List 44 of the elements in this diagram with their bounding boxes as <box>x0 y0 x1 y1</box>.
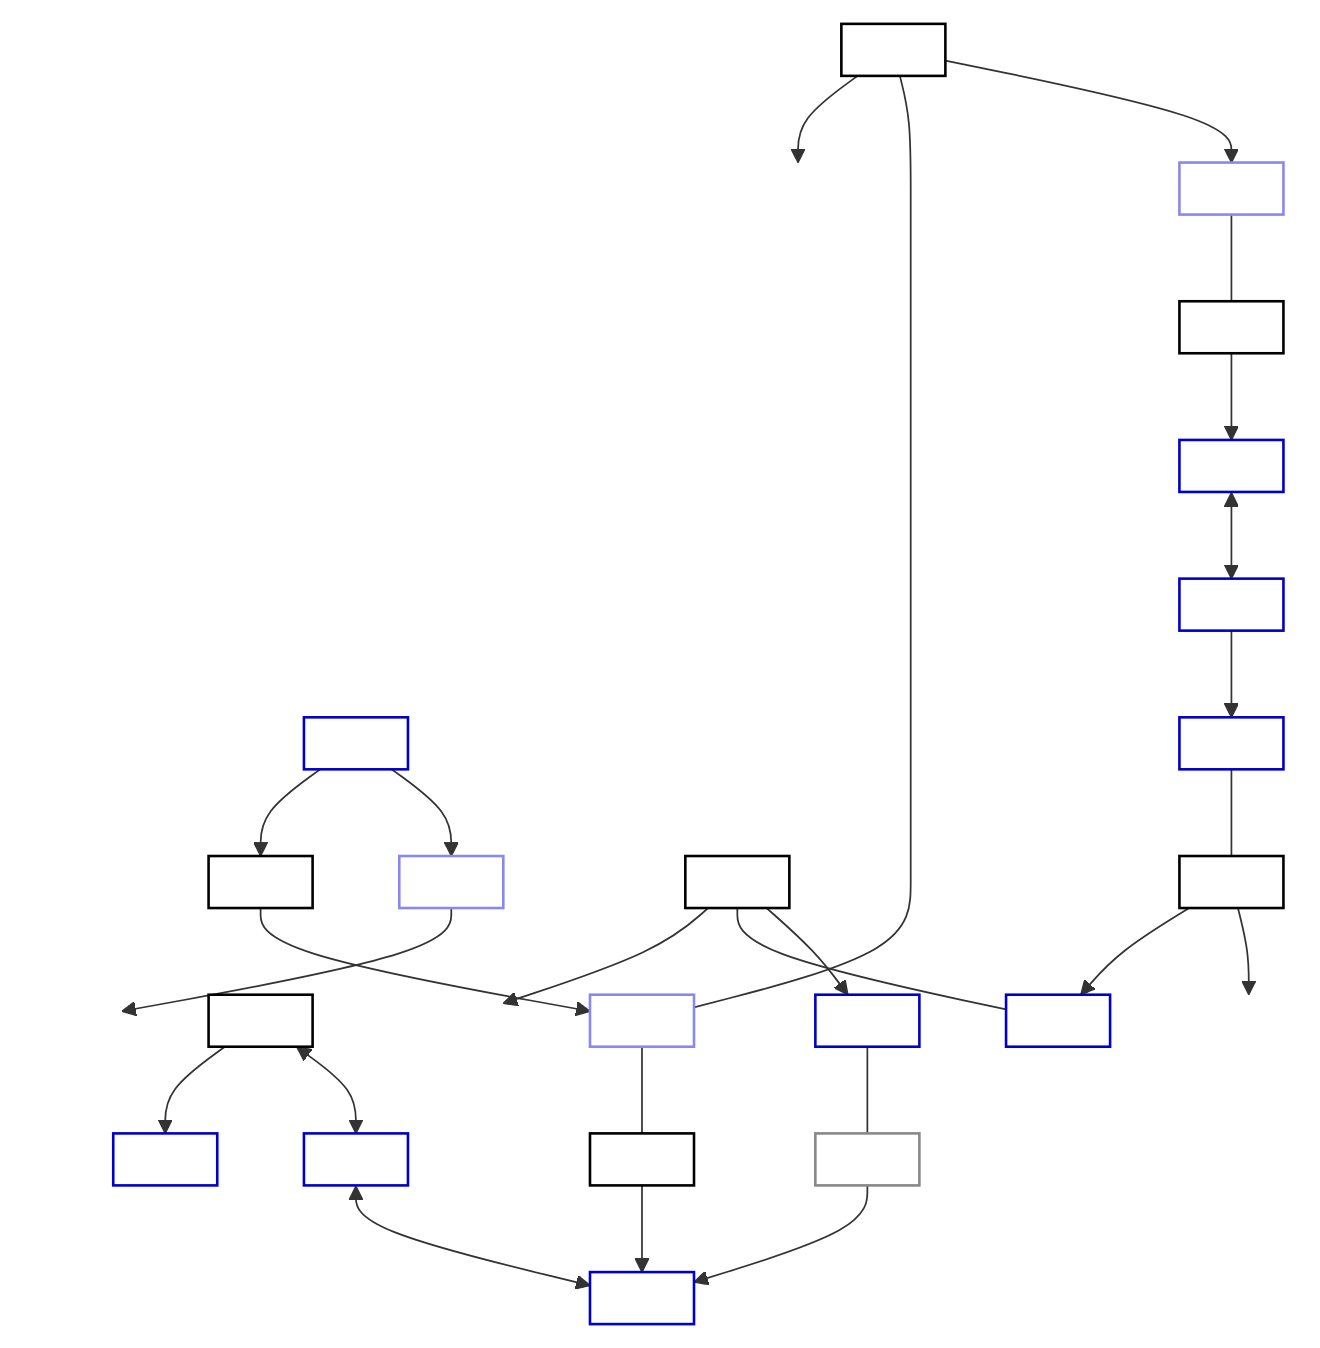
arrow <box>1080 907 1191 996</box>
node-box <box>303 1132 410 1187</box>
node-box <box>398 854 506 910</box>
arrow <box>503 907 710 1007</box>
node-box <box>1178 577 1286 632</box>
connector <box>693 75 913 1009</box>
arrow <box>791 75 860 164</box>
arrow <box>1224 491 1240 580</box>
arrow <box>945 59 1240 164</box>
arrow <box>253 768 322 857</box>
arrow <box>1224 629 1240 718</box>
connector <box>1231 213 1233 303</box>
arrow <box>766 907 850 996</box>
arrow <box>693 1184 869 1286</box>
node-box <box>589 993 696 1048</box>
node-box <box>1005 993 1113 1048</box>
node-box <box>1178 854 1286 910</box>
node-box <box>303 716 410 771</box>
node-box <box>840 22 948 78</box>
node-box <box>814 1132 922 1187</box>
node-box <box>684 854 792 910</box>
arrow <box>1224 352 1240 441</box>
arrow <box>121 907 453 1017</box>
node-box <box>207 993 315 1048</box>
node-box <box>589 1270 696 1326</box>
node-box <box>1178 161 1286 216</box>
arrow <box>391 768 460 857</box>
node-box <box>1178 299 1286 355</box>
connector <box>867 1045 869 1135</box>
node-box <box>814 993 922 1048</box>
arrow <box>158 1045 227 1135</box>
connector <box>737 907 1008 1011</box>
arrow <box>260 907 592 1017</box>
arrow <box>1237 907 1258 996</box>
arrow <box>296 1046 365 1135</box>
node-box <box>1178 716 1286 771</box>
node-box <box>589 1132 696 1187</box>
arrow <box>348 1185 592 1290</box>
node-box <box>207 854 315 910</box>
connector <box>641 1045 644 1135</box>
node-box <box>112 1132 220 1187</box>
node-box <box>1178 438 1286 494</box>
connector <box>1231 768 1233 857</box>
arrow <box>635 1184 651 1273</box>
